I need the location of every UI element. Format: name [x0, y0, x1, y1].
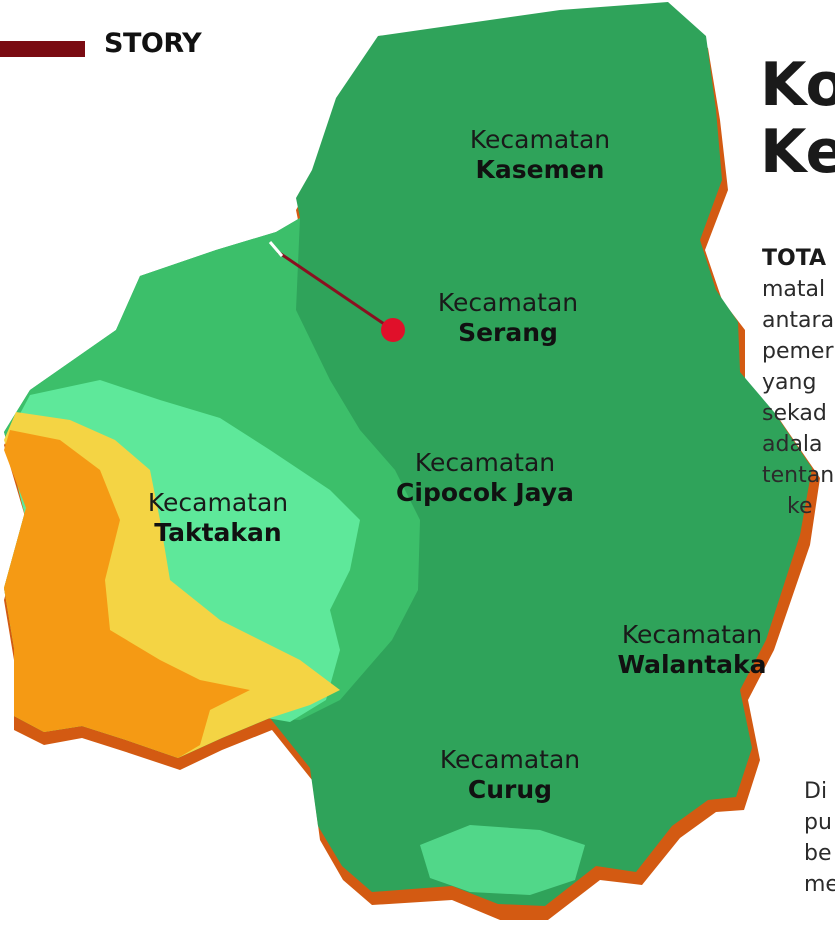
article-line: be [804, 841, 832, 866]
article-lead: TOTA [762, 246, 827, 271]
article-paragraph-2: Di pu be me [804, 776, 835, 900]
marker-line [277, 250, 394, 332]
map-region-curug-light [420, 825, 585, 895]
district-label-walantaka: Kecamatan Walantaka [617, 620, 767, 679]
location-dot-icon [381, 318, 405, 342]
district-label-curug: Kecamatan Curug [439, 745, 581, 804]
article-headline: Ko Ke [760, 50, 835, 188]
headline-line-2: Ke [760, 117, 835, 188]
article-line: adala [762, 432, 823, 457]
headline-line-1: Ko [760, 50, 835, 120]
border-tick [268, 241, 284, 257]
article-line: ke [787, 494, 813, 519]
district-label-cipocok-jaya: Kecamatan Cipocok Jaya [396, 448, 574, 507]
article-line: me [804, 872, 835, 897]
district-label-kasemen: Kecamatan Kasemen [469, 125, 611, 184]
article-line: sekad [762, 401, 827, 426]
article-line: yang [762, 370, 817, 395]
district-label-serang: Kecamatan Serang [437, 288, 579, 347]
article-line: antara [762, 308, 835, 333]
section-accent-bar [0, 41, 85, 57]
map-region-orange [4, 430, 250, 758]
article-line: pu [804, 810, 832, 835]
article-line: Di [804, 779, 828, 804]
section-label: STORY [104, 28, 202, 59]
article-line: pemer [762, 339, 834, 364]
article-line: matal [762, 277, 826, 302]
district-label-taktakan: Kecamatan Taktakan [147, 488, 289, 547]
article-line: tentan [762, 463, 835, 488]
article-paragraph-1: TOTA matal antara pemer yang sekad adala… [762, 243, 834, 522]
